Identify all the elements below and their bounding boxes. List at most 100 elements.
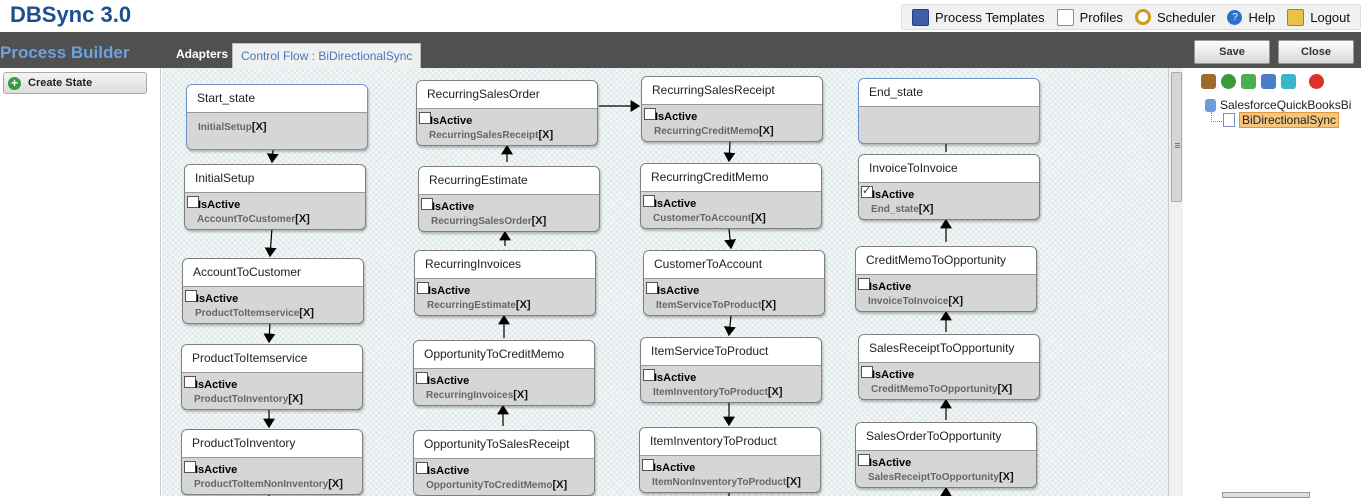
is-active-checkbox[interactable] bbox=[646, 282, 658, 294]
logout-link[interactable]: Logout bbox=[1287, 8, 1350, 26]
remove-transition-button[interactable]: [X] bbox=[761, 299, 777, 311]
is-active-checkbox[interactable] bbox=[184, 461, 196, 473]
tree-item-bidirectionalsync[interactable]: BiDirectionalSync bbox=[1223, 112, 1340, 128]
next-state-link[interactable]: ItemInventoryToProduct[X] bbox=[653, 386, 783, 398]
remove-transition-button[interactable]: [X] bbox=[299, 307, 314, 319]
save-button[interactable]: Save bbox=[1194, 40, 1270, 64]
state-invoice-to-invoice[interactable]: InvoiceToInvoiceIsActiveEnd_state[X] bbox=[858, 154, 1040, 220]
scheduler-link[interactable]: Scheduler bbox=[1134, 9, 1215, 25]
is-active-checkbox[interactable] bbox=[644, 108, 656, 120]
remove-transition-button[interactable]: [X] bbox=[552, 479, 568, 491]
is-active-checkbox[interactable] bbox=[643, 195, 655, 207]
is-active-checkbox[interactable] bbox=[416, 372, 428, 384]
remove-transition-button[interactable]: [X] bbox=[251, 121, 267, 133]
next-state-link[interactable]: ProductToInventory[X] bbox=[194, 393, 303, 405]
is-active-checkbox[interactable] bbox=[643, 369, 655, 381]
remove-transition-button[interactable]: [X] bbox=[786, 476, 801, 488]
next-state-link[interactable]: CreditMemoToOpportunity[X] bbox=[871, 383, 1012, 395]
state-end-state[interactable]: End_state bbox=[858, 78, 1040, 144]
delete-icon[interactable] bbox=[1309, 74, 1324, 89]
next-state-link[interactable]: RecurringSalesOrder[X] bbox=[431, 215, 546, 227]
help-link[interactable]: ? Help bbox=[1227, 9, 1275, 25]
horizontal-scrollbar[interactable] bbox=[1222, 492, 1310, 498]
next-state-link[interactable]: End_state[X] bbox=[871, 203, 933, 215]
remove-transition-button[interactable]: [X] bbox=[531, 215, 547, 227]
is-active-checkbox[interactable] bbox=[187, 196, 199, 208]
next-state-link[interactable]: CustomerToAccount[X] bbox=[653, 212, 766, 224]
canvas-vertical-scrollbar[interactable] bbox=[1168, 68, 1183, 496]
next-state-link[interactable]: ProductToItemservice[X] bbox=[195, 307, 314, 319]
is-active-checkbox[interactable] bbox=[416, 462, 428, 474]
remove-transition-button[interactable]: [X] bbox=[997, 383, 1013, 395]
remove-transition-button[interactable]: [X] bbox=[948, 295, 964, 307]
is-active-checkbox[interactable] bbox=[417, 282, 429, 294]
next-state-link[interactable]: AccountToCustomer[X] bbox=[197, 213, 310, 225]
next-state-link[interactable]: OpportunityToCreditMemo[X] bbox=[426, 479, 567, 491]
add-icon[interactable] bbox=[1221, 74, 1236, 89]
remove-transition-button[interactable]: [X] bbox=[538, 129, 554, 141]
next-state-link[interactable]: ItemServiceToProduct[X] bbox=[656, 299, 776, 311]
next-state-link[interactable]: InitialSetup[X] bbox=[198, 121, 267, 133]
remove-transition-button[interactable]: [X] bbox=[767, 386, 783, 398]
close-button[interactable]: Close bbox=[1278, 40, 1354, 64]
next-state-link[interactable]: SalesReceiptToOpportunity[X] bbox=[868, 471, 1014, 483]
remove-transition-button[interactable]: [X] bbox=[918, 203, 934, 215]
remove-transition-button[interactable]: [X] bbox=[295, 213, 310, 225]
state-title: SalesReceiptToOpportunity bbox=[859, 335, 1039, 363]
next-state-link[interactable]: ProductToItemNonInventory[X] bbox=[194, 478, 343, 490]
tab-adapters[interactable]: Adapters bbox=[176, 47, 229, 61]
is-active-checkbox[interactable] bbox=[861, 184, 873, 198]
download-icon[interactable] bbox=[1241, 74, 1256, 89]
remove-transition-button[interactable]: [X] bbox=[751, 212, 766, 224]
remove-transition-button[interactable]: [X] bbox=[759, 125, 774, 137]
next-state-link[interactable]: RecurringCreditMemo[X] bbox=[654, 125, 774, 137]
edit-icon[interactable] bbox=[1261, 74, 1276, 89]
next-state-link[interactable]: InvoiceToInvoice[X] bbox=[868, 295, 963, 307]
is-active-checkbox[interactable] bbox=[421, 198, 433, 210]
remove-transition-button[interactable]: [X] bbox=[288, 393, 303, 405]
next-state-link[interactable]: RecurringEstimate[X] bbox=[427, 299, 531, 311]
is-active-checkbox[interactable] bbox=[419, 112, 431, 124]
refresh-icon[interactable] bbox=[1281, 74, 1296, 89]
tools-icon[interactable] bbox=[1201, 74, 1216, 89]
tree-root[interactable]: SalesforceQuickBooksBi bbox=[1205, 98, 1351, 112]
next-state-link[interactable]: ItemNonInventoryToProduct[X] bbox=[652, 476, 801, 488]
next-state-label: RecurringEstimate bbox=[427, 300, 516, 311]
is-active-checkbox[interactable] bbox=[858, 278, 870, 290]
profiles-link[interactable]: Profiles bbox=[1056, 8, 1123, 26]
remove-transition-button[interactable]: [X] bbox=[513, 389, 528, 401]
is-active-checkbox[interactable] bbox=[184, 376, 196, 388]
remove-transition-button[interactable]: [X] bbox=[328, 478, 343, 490]
is-active-checkbox[interactable] bbox=[861, 366, 873, 378]
scrollbar-thumb[interactable] bbox=[1171, 72, 1182, 202]
remove-transition-button[interactable]: [X] bbox=[998, 471, 1014, 483]
next-state-link[interactable]: RecurringSalesReceipt[X] bbox=[429, 129, 553, 141]
next-state-link[interactable]: RecurringInvoices[X] bbox=[426, 389, 528, 401]
is-active-checkbox[interactable] bbox=[642, 459, 654, 471]
create-state-button[interactable]: + Create State bbox=[3, 72, 147, 94]
remove-transition-button[interactable]: [X] bbox=[515, 299, 531, 311]
tab-control-flow[interactable]: Control Flow : BiDirectionalSync bbox=[232, 43, 422, 69]
is-active-checkbox[interactable] bbox=[185, 290, 197, 302]
is-active-checkbox[interactable] bbox=[858, 454, 870, 466]
process-templates-link[interactable]: Process Templates bbox=[911, 8, 1045, 26]
